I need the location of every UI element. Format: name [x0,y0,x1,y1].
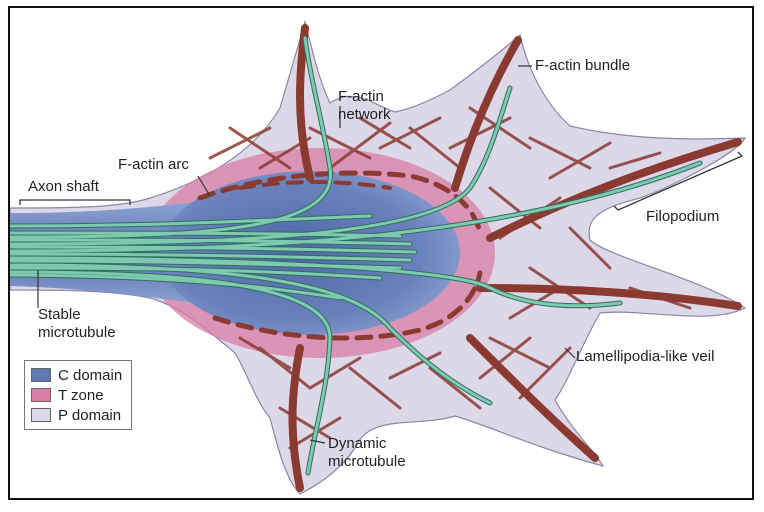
label-f-actin-arc: F-actin arc [118,156,189,174]
label-f-actin-network: F-actin network [338,88,391,124]
legend-item-p-domain: P domain [31,405,125,425]
legend: C domain T zone P domain [24,360,132,430]
label-filopodium: Filopodium [646,208,719,226]
legend-item-t-zone: T zone [31,385,125,405]
legend-swatch-t-zone [31,388,51,402]
label-axon-shaft: Axon shaft [28,178,99,196]
legend-label-t-zone: T zone [58,387,104,404]
legend-label-p-domain: P domain [58,407,121,424]
figure-frame: Axon shaft F-actin arc F-actin network F… [8,6,754,500]
label-f-actin-bundle: F-actin bundle [535,57,630,75]
legend-swatch-c-domain [31,368,51,382]
legend-item-c-domain: C domain [31,365,125,385]
axon-shaft-bracket [20,200,130,205]
label-stable-microtubule: Stable microtubule [38,306,116,342]
legend-label-c-domain: C domain [58,367,122,384]
legend-swatch-p-domain [31,408,51,422]
label-dynamic-microtubule: Dynamic microtubule [328,435,406,471]
label-lamellipodia-veil: Lamellipodia-like veil [576,348,714,366]
